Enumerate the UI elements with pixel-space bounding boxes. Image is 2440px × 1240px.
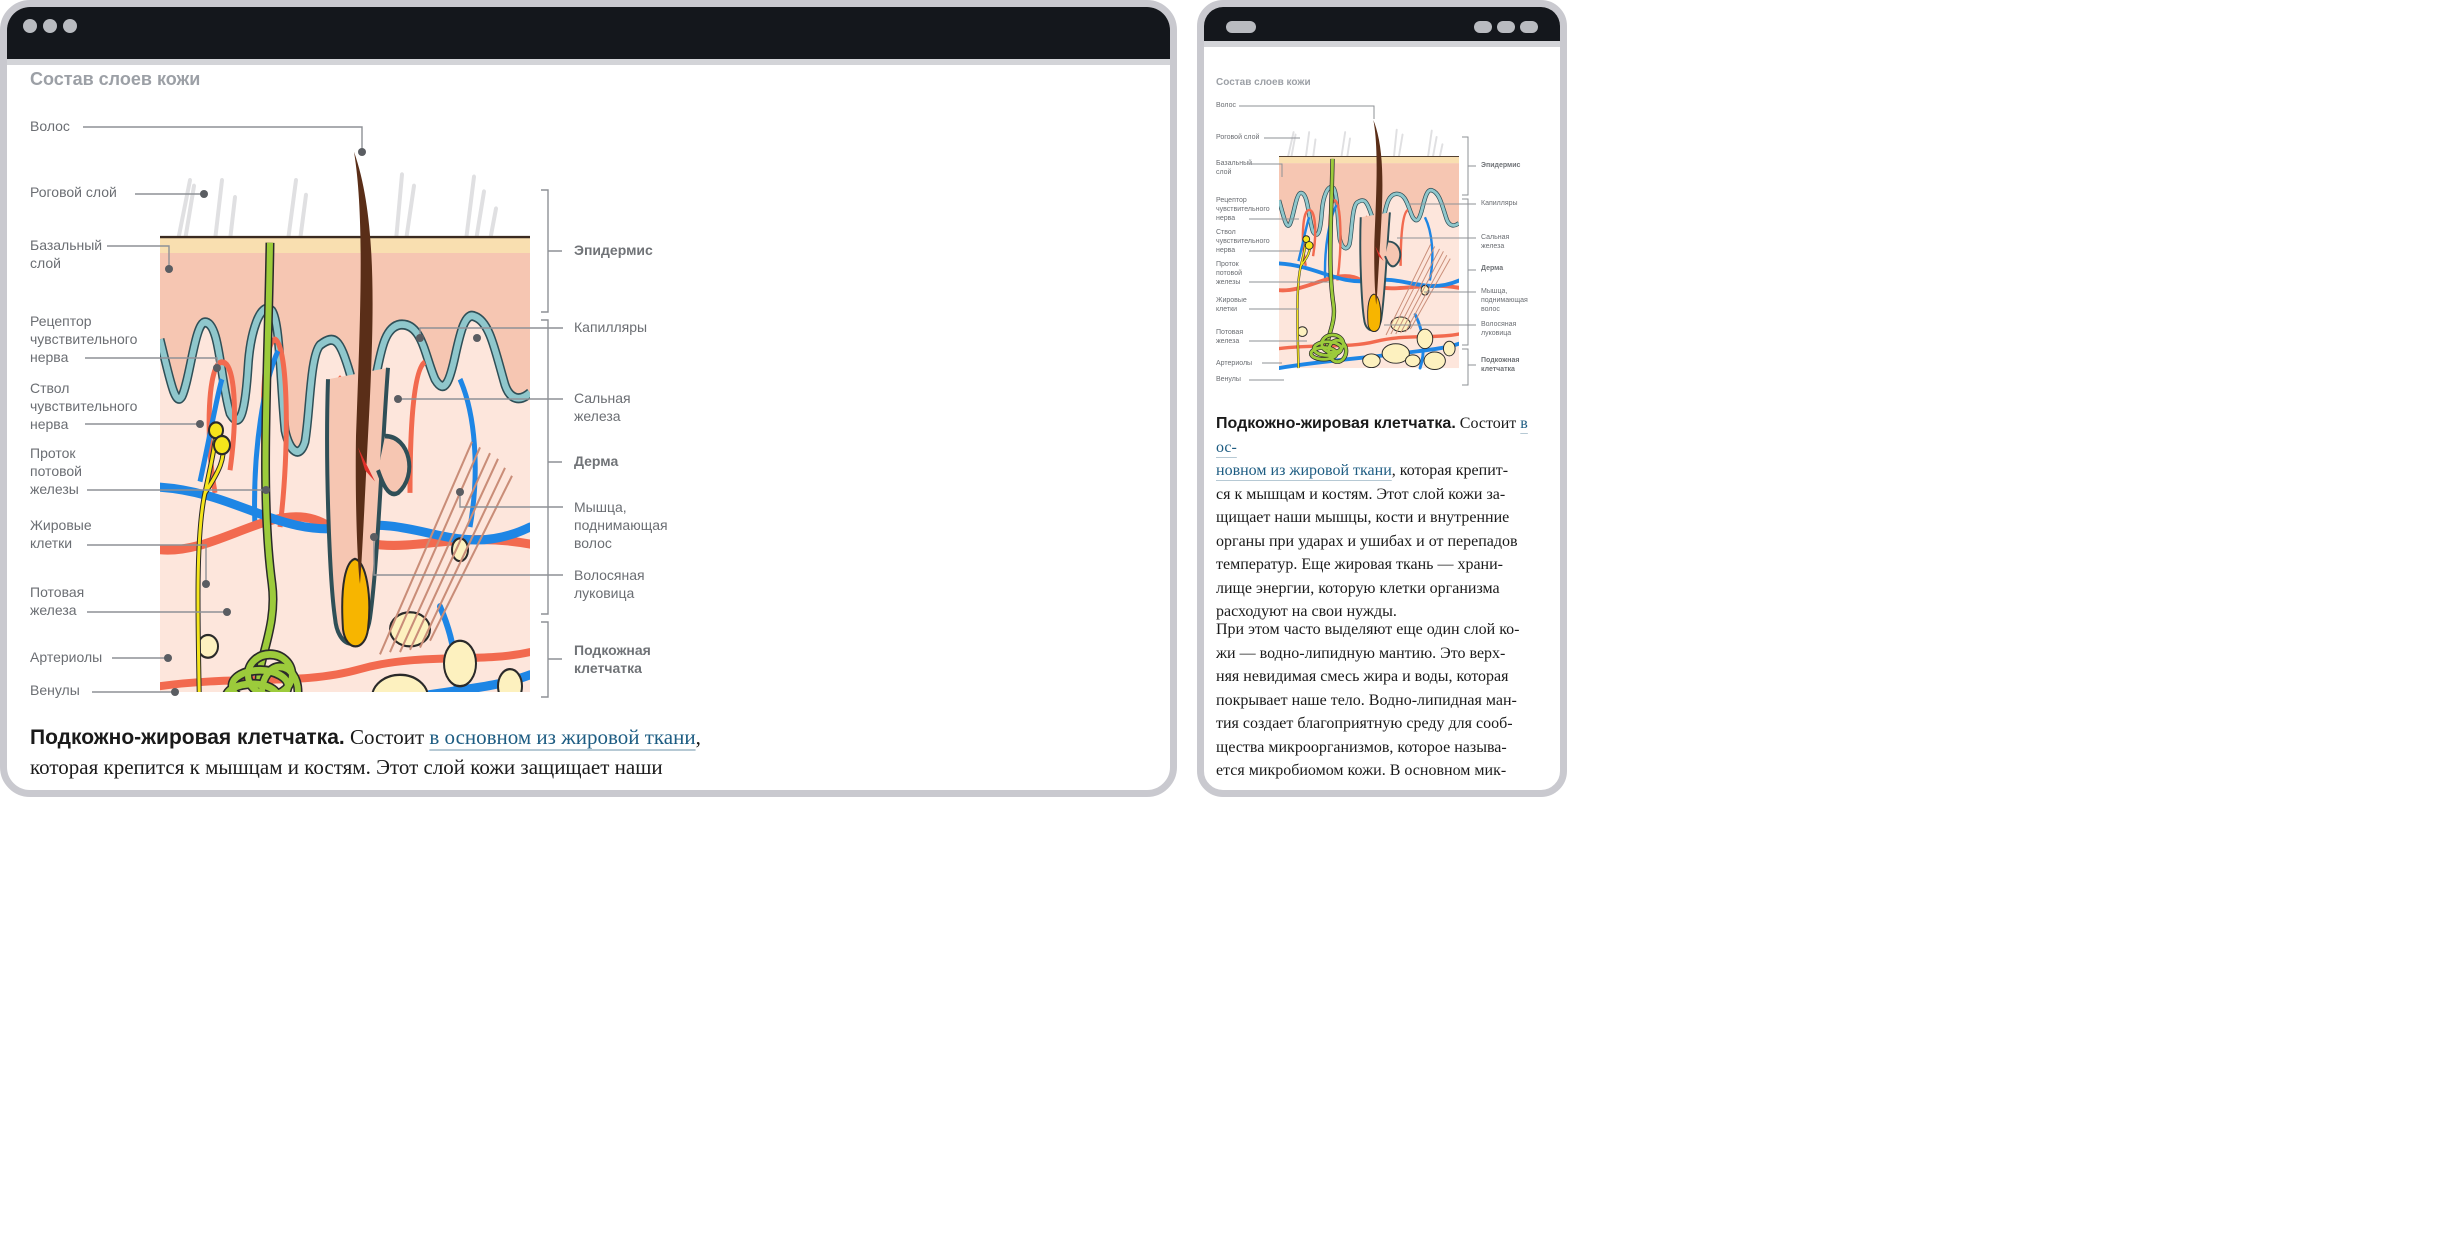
mobile-titlebar bbox=[1204, 7, 1560, 47]
m-p1-line: щищает наши мышцы, кости и внутренние bbox=[1216, 509, 1510, 526]
diagram-title: Состав слоев кожи bbox=[30, 69, 201, 89]
m-label-basal-layer: Базальный слой bbox=[1216, 160, 1253, 176]
label-venules: Венулы bbox=[30, 682, 80, 698]
mobile-control-icon[interactable] bbox=[1474, 21, 1492, 33]
m-label-nerve-trunk: Ствол чувствительного нерва bbox=[1216, 229, 1270, 254]
label-basal-layer: Базальный слой bbox=[30, 237, 103, 271]
m-p2-line: покрывает наше тело. Водно-липидная ман- bbox=[1216, 691, 1517, 709]
m-label-sweat-gland: Потовая железа bbox=[1216, 329, 1244, 345]
label-subcutaneous: Подкожная клетчатка bbox=[574, 642, 651, 676]
label-hair-bulb: Волосяная луковица bbox=[574, 567, 645, 601]
m-label-hair-bulb: Волосяная луковица bbox=[1481, 321, 1517, 337]
m-p2-line: щества микроорганизмов, которое называ- bbox=[1216, 738, 1507, 756]
m-p2-line: тия создает благоприятную среду для сооб… bbox=[1216, 715, 1513, 732]
m-label-sebaceous-gland: Сальная железа bbox=[1481, 234, 1510, 250]
label-stratum-corneum: Роговой слой bbox=[30, 184, 117, 200]
m-text: , которая крепит- bbox=[1391, 462, 1509, 479]
window-control-icon[interactable] bbox=[23, 19, 37, 33]
m-fat-tissue-link[interactable]: в ос- bbox=[1216, 415, 1528, 456]
m-p1-line: Подкожно-жировая клетчатка. Состоит в ос… bbox=[1216, 412, 1546, 459]
mobile-leader-lines bbox=[1239, 105, 1476, 386]
m-label-subcutaneous: Подкожная клетчатка bbox=[1481, 357, 1520, 373]
mobile-control-icon[interactable] bbox=[1497, 21, 1515, 33]
desktop-paragraph-line2: которая крепится к мышцам и костям. Этот… bbox=[30, 755, 663, 779]
fat-tissue-link[interactable]: в основном из жировой ткани bbox=[429, 725, 696, 749]
label-epidermis: Эпидермис bbox=[574, 242, 653, 258]
m-fat-tissue-link[interactable]: новном из жировой ткани bbox=[1216, 462, 1392, 479]
window-control-icon[interactable] bbox=[63, 19, 77, 33]
m-label-arrector-muscle: Мышца, поднимающая волос bbox=[1481, 288, 1528, 313]
desktop-window: Состав слоев кожи Волос Роговой слой Баз… bbox=[0, 0, 1177, 797]
desktop-titlebar bbox=[7, 7, 1170, 65]
paragraph-heading: Подкожно-жировая клетчатка. bbox=[30, 726, 345, 749]
label-sweat-gland: Потовая железа bbox=[30, 584, 85, 618]
m-label-arterioles: Артериолы bbox=[1216, 360, 1253, 367]
mobile-paragraph-1: Подкожно-жировая клетчатка. Состоит в ос… bbox=[1216, 412, 1546, 624]
mobile-paragraph-2: При этом часто выделяют еще один слой ко… bbox=[1216, 618, 1546, 783]
paragraph-text: , bbox=[695, 725, 701, 749]
m-label-venules: Венулы bbox=[1216, 376, 1241, 383]
m-paragraph-heading: Подкожно-жировая клетчатка. bbox=[1216, 415, 1456, 432]
label-arrector-muscle: Мышца, поднимающая волос bbox=[574, 499, 668, 551]
m-p2-line: няя невидимая смесь жира и воды, которая bbox=[1216, 668, 1509, 685]
m-label-sweat-duct: Проток потовой железы bbox=[1216, 261, 1242, 286]
paragraph-text: Состоит bbox=[344, 725, 430, 749]
label-capillaries: Капилляры bbox=[574, 319, 648, 335]
m-p1-line: температур. Еще жировая ткань — храни- bbox=[1216, 556, 1504, 573]
label-hair: Волос bbox=[30, 118, 70, 134]
mobile-pill-icon[interactable] bbox=[1226, 21, 1256, 33]
m-label-epidermis: Эпидермис bbox=[1481, 162, 1521, 169]
label-dermis: Дерма bbox=[574, 453, 619, 469]
m-label-capillaries: Капилляры bbox=[1481, 200, 1518, 207]
m-label-dermis: Дерма bbox=[1481, 265, 1504, 272]
m-label-stratum-corneum: Роговой слой bbox=[1216, 134, 1260, 141]
m-p1-line: новном из жировой ткани, которая крепит- bbox=[1216, 459, 1546, 483]
label-fat-cells: Жировые клетки bbox=[30, 517, 92, 551]
m-label-fat-cells: Жировые клетки bbox=[1216, 297, 1247, 313]
m-label-nerve-receptor: Рецептор чувствительного нерва bbox=[1216, 197, 1270, 222]
window-control-icon[interactable] bbox=[43, 19, 57, 33]
m-p1-line: ся к мышцам и костям. Этот слой кожи за- bbox=[1216, 485, 1506, 503]
m-p1-line: расходуют на свои нужды. bbox=[1216, 603, 1397, 620]
m-p1-line: органы при ударах и ушибах и от перепадо… bbox=[1216, 532, 1518, 550]
label-nerve-receptor: Рецептор чувствительного нерва bbox=[30, 313, 138, 365]
label-arterioles: Артериолы bbox=[30, 649, 103, 665]
m-p1-line: лище энергии, которую клетки организма bbox=[1216, 579, 1500, 597]
label-sebaceous-gland: Сальная железа bbox=[574, 390, 631, 424]
label-sweat-duct: Проток потовой железы bbox=[30, 445, 82, 497]
m-text: Состоит bbox=[1455, 415, 1521, 432]
label-nerve-trunk: Ствол чувствительного нерва bbox=[30, 380, 138, 432]
m-p2-line: ется микробиомом кожи. В основном мик- bbox=[1216, 762, 1507, 779]
m-p2-line: При этом часто выделяют еще один слой ко… bbox=[1216, 621, 1520, 638]
desktop-paragraph-line1: Подкожно-жировая клетчатка. Состоит в ос… bbox=[30, 725, 701, 750]
m-label-hair: Волос bbox=[1216, 102, 1236, 109]
mobile-diagram-title: Состав слоев кожи bbox=[1216, 77, 1311, 88]
leader-lines bbox=[83, 126, 563, 698]
m-p2-line: жи — водно-липидную мантию. Это верх- bbox=[1216, 644, 1506, 662]
mobile-control-icon[interactable] bbox=[1520, 21, 1538, 33]
mobile-window: Состав слоев кожи Волос Роговой слой Баз… bbox=[1197, 0, 1567, 797]
